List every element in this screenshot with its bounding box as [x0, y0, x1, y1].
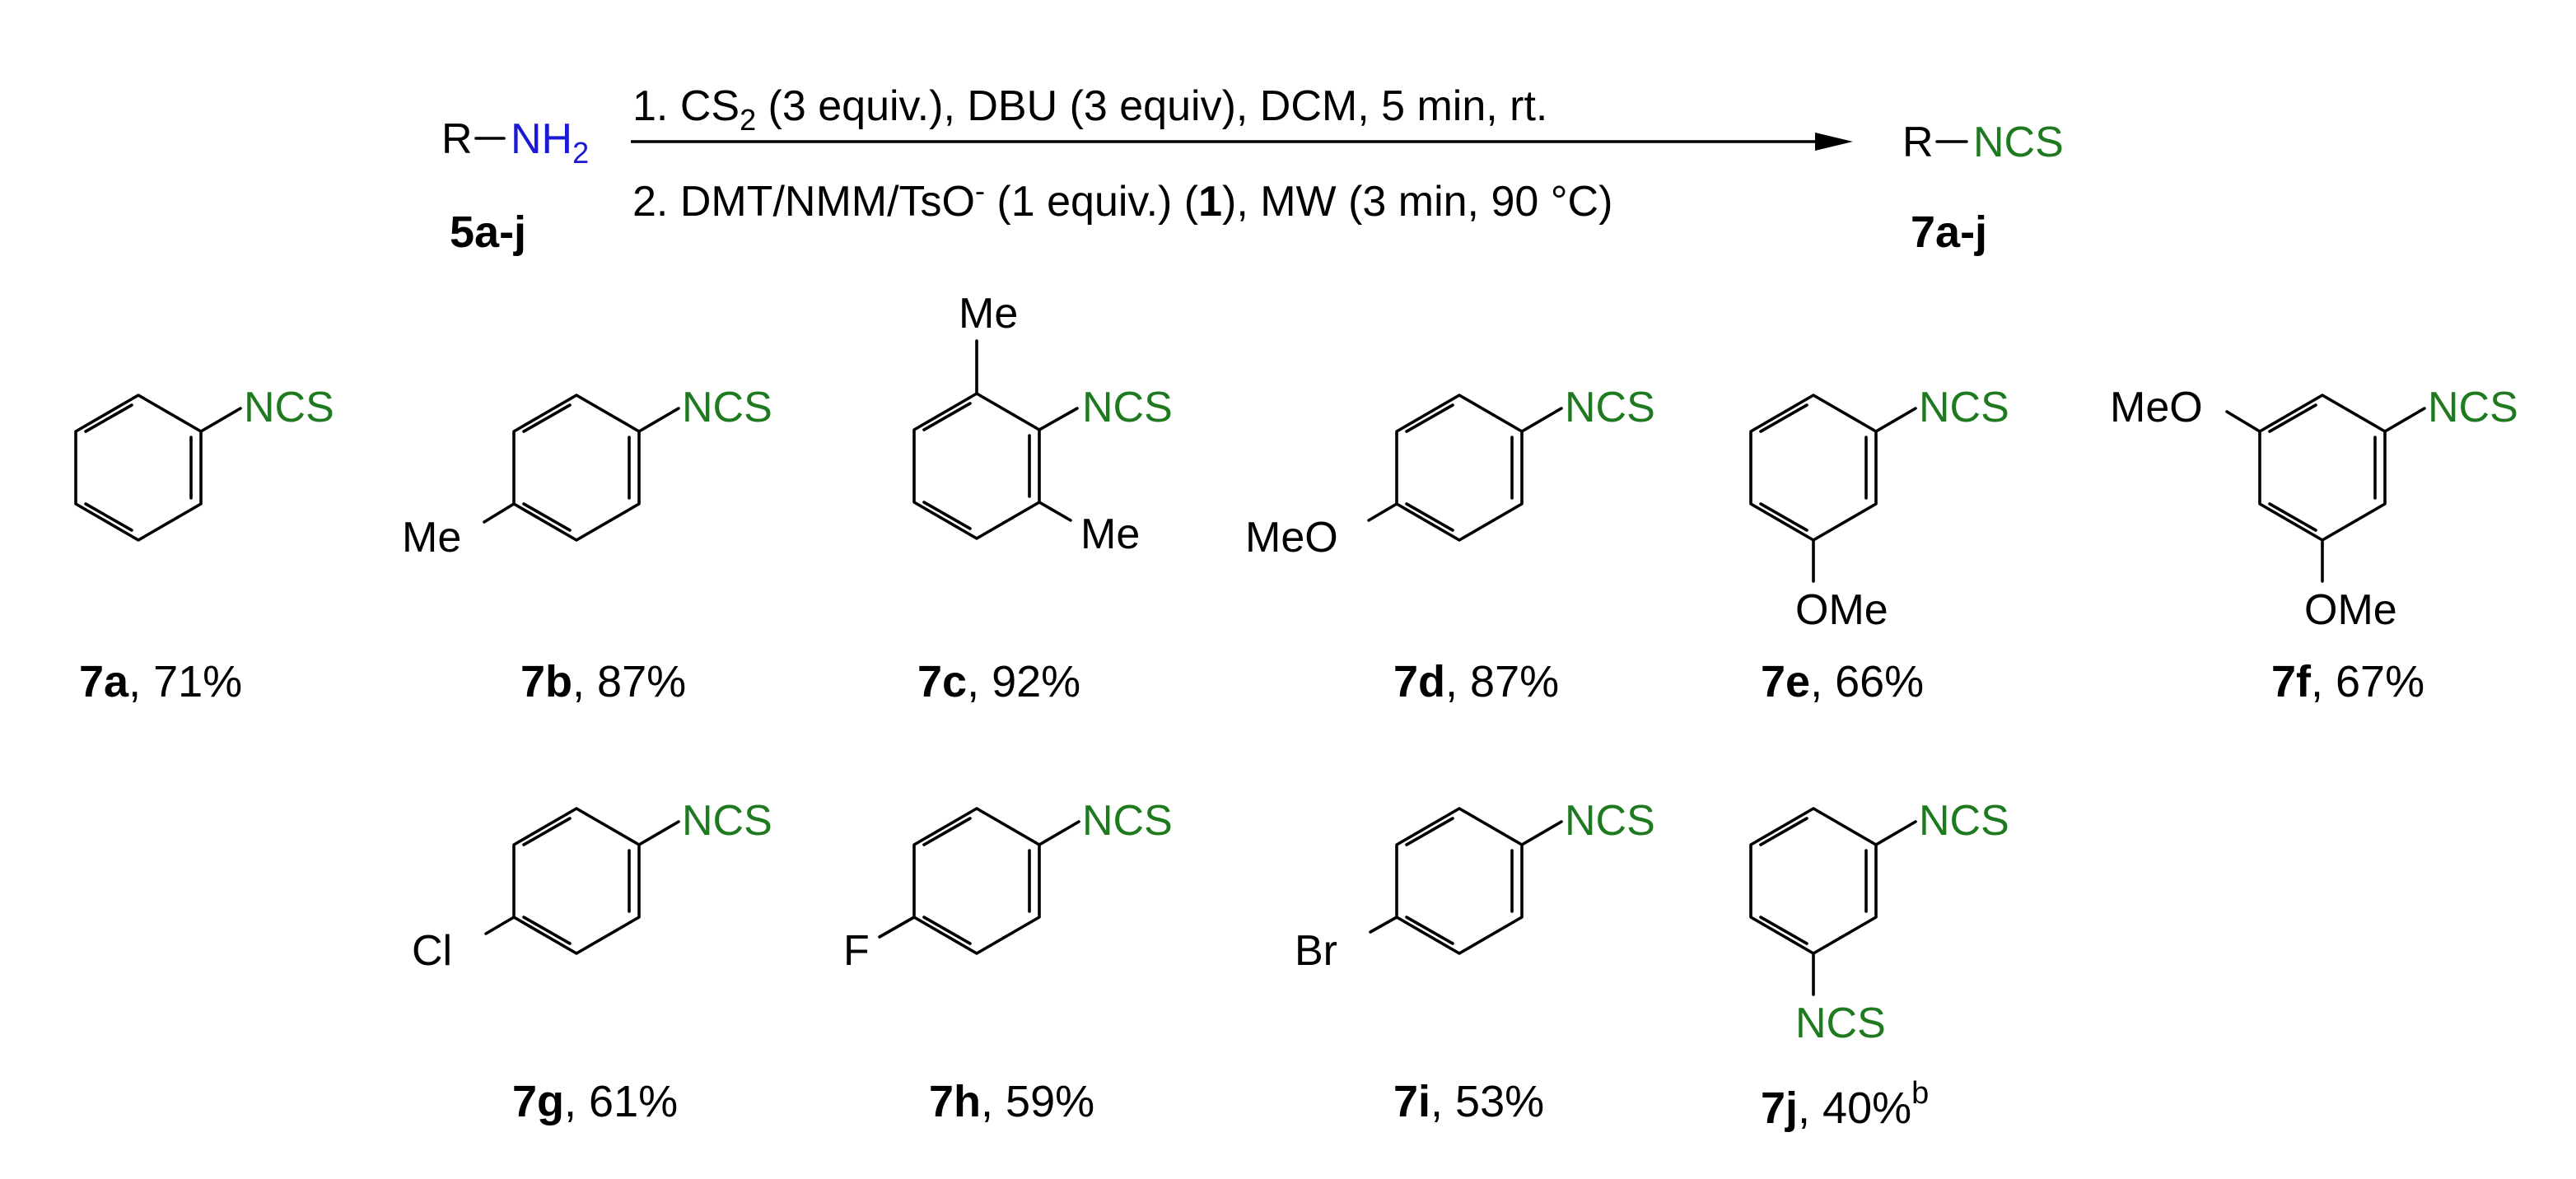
chloro-label: Cl [412, 927, 452, 975]
caption-7f: 7f, 67% [2271, 657, 2424, 706]
methyl-bond [483, 502, 516, 524]
benzene-ring [2258, 394, 2387, 542]
fluoro-bond [878, 916, 916, 939]
ncs-label: NCS [682, 797, 772, 845]
reactant-id: 5a-j [450, 207, 526, 257]
caption-7a: 7a, 71% [79, 657, 242, 706]
benzene-ring [512, 394, 641, 542]
ncs-bond [1038, 407, 1079, 431]
benzene-ring [512, 807, 641, 955]
compound-7i: NCS Br [1295, 797, 1655, 975]
product-r-label: R [1902, 119, 1934, 166]
ncs-label-top: NCS [1919, 797, 2009, 845]
bromo-label: Br [1295, 927, 1337, 975]
methoxy-label-bottom: OMe [2304, 586, 2397, 634]
methoxy-bond [1367, 502, 1398, 522]
methyl-bond-bottom [1038, 501, 1072, 522]
benzene-ring [1749, 807, 1878, 955]
ncs-bond [1038, 820, 1080, 846]
benzene-ring [1395, 394, 1524, 542]
ncs-bond [2383, 407, 2426, 433]
methoxy-label-left: MeO [2110, 384, 2203, 431]
methyl-label-top: Me [959, 290, 1018, 338]
ncs-bond [1520, 820, 1563, 846]
caption-7b: 7b, 87% [520, 657, 686, 706]
condition-line-2: 2. DMT/NMM/TsO- (1 equiv.) (1), MW (3 mi… [632, 174, 1612, 226]
ncs-label: NCS [682, 384, 772, 431]
reaction-arrow [631, 133, 1853, 151]
ncs-label: NCS [244, 384, 334, 431]
reaction-equation: R NH2 5a-j 1. CS2 (3 equiv.), DBU (3 equ… [441, 82, 2064, 257]
compound-7b: NCS Me [402, 384, 772, 562]
caption-7e: 7e, 66% [1761, 657, 1924, 706]
methoxy-bond-left [2225, 410, 2261, 433]
caption-7h: 7h, 59% [929, 1077, 1094, 1126]
ncs-label: NCS [1082, 797, 1173, 845]
compound-7g: NCS Cl [412, 797, 772, 975]
methyl-label-bottom: Me [1080, 510, 1140, 558]
caption-7g: 7g, 61% [512, 1077, 678, 1126]
bromo-bond [1369, 916, 1398, 934]
caption-7d: 7d, 87% [1393, 657, 1559, 706]
ncs-bond [199, 407, 242, 433]
caption-7c: 7c, 92% [917, 657, 1080, 706]
ncs-bond [1520, 407, 1563, 433]
methoxy-label: OMe [1795, 586, 1888, 634]
ncs-bond-top [1874, 820, 1917, 846]
ncs-label: NCS [1565, 384, 1655, 431]
footnote-marker: b [1911, 1076, 1929, 1111]
ncs-bond [1874, 407, 1917, 433]
compound-7c: NCS Me Me [912, 290, 1173, 558]
caption-7j: 7j, 40%b [1761, 1076, 1929, 1133]
ncs-label: NCS [1919, 384, 2009, 431]
compound-7f: NCS MeO OMe [2110, 384, 2518, 634]
condition-line-1: 1. CS2 (3 equiv.), DBU (3 equiv), DCM, 5… [632, 82, 1547, 137]
fluoro-label: F [843, 927, 870, 975]
chloro-bond [484, 916, 516, 935]
compound-7a: NCS [74, 384, 334, 542]
benzene-ring [1395, 807, 1524, 955]
methyl-label: Me [402, 514, 461, 562]
compound-7j: NCS NCS [1749, 797, 2009, 1047]
ncs-label: NCS [1082, 384, 1173, 431]
product-id: 7a-j [1911, 207, 1987, 257]
benzene-ring [74, 394, 203, 542]
ncs-label: NCS [1565, 797, 1655, 845]
reactant-amine-label: NH2 [511, 115, 589, 170]
reactant-r-label: R [441, 115, 473, 163]
benzene-ring [912, 392, 1041, 540]
compound-7d: NCS MeO [1245, 384, 1655, 562]
benzene-ring [912, 807, 1041, 955]
benzene-ring [1749, 394, 1878, 542]
product-ncs-label: NCS [1973, 119, 2064, 166]
ncs-label: NCS [2428, 384, 2518, 431]
methoxy-label: MeO [1245, 514, 1338, 562]
compound-7h: NCS F [843, 797, 1173, 975]
compound-7e: NCS OMe [1749, 384, 2009, 634]
ncs-label-bottom: NCS [1795, 1000, 1886, 1047]
ncs-bond [637, 407, 680, 433]
ncs-bond [637, 820, 680, 846]
caption-7i: 7i, 53% [1393, 1077, 1544, 1126]
